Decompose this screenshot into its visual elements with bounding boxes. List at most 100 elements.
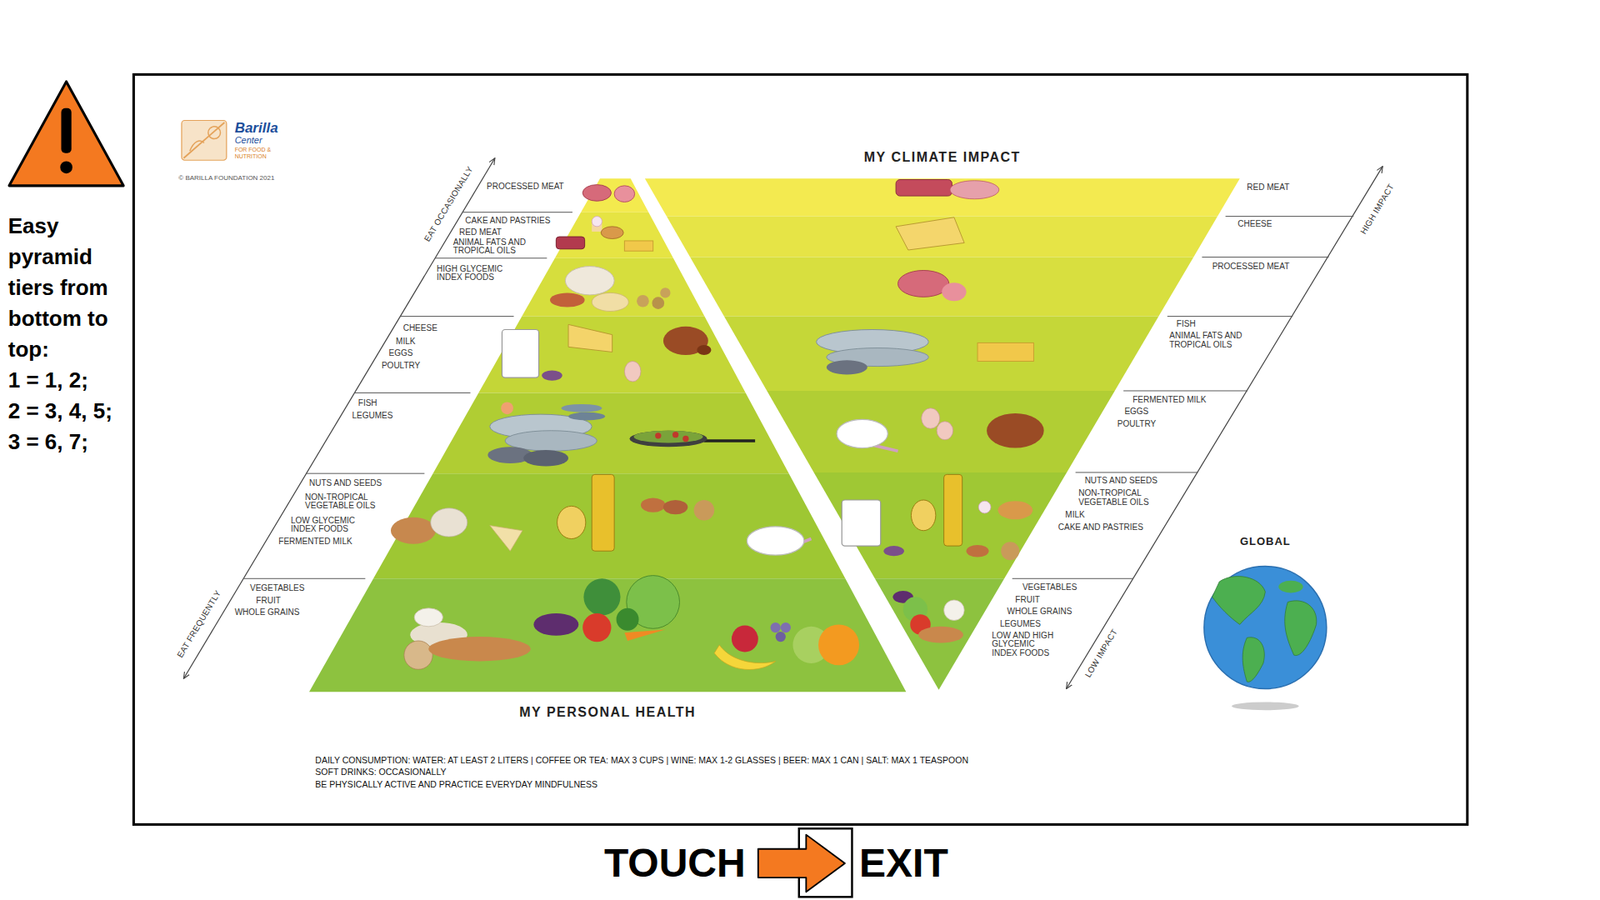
health-pyramid-tiers xyxy=(373,473,845,579)
food-illustration xyxy=(600,226,624,240)
food-illustration xyxy=(568,412,605,421)
globe: GLOBAL xyxy=(1204,566,1327,690)
globe-drawing xyxy=(1278,580,1303,594)
food-illustration xyxy=(694,500,715,520)
food-illustration xyxy=(541,370,562,380)
food-group: PROCESSED MEAT xyxy=(1212,262,1290,272)
food-illustration xyxy=(1000,541,1020,560)
exit-label: TOUCH xyxy=(604,840,746,885)
food-illustration xyxy=(428,636,530,661)
leader-line xyxy=(462,211,573,213)
food-illustration xyxy=(414,608,443,627)
food-illustration xyxy=(895,217,965,250)
food-illustration xyxy=(663,500,688,515)
exit-button xyxy=(758,835,845,893)
food-illustration xyxy=(583,578,620,615)
logo-icon xyxy=(208,126,221,140)
health-pyramid: MY PERSONAL HEALTH xyxy=(309,175,906,693)
food-illustration xyxy=(826,360,868,375)
logo-icon xyxy=(190,140,205,151)
food-group: LOW AND HIGH GLYCEMIC INDEX FOODS xyxy=(991,631,1059,659)
food-illustration xyxy=(660,287,670,298)
food-group: FISH xyxy=(358,399,378,409)
logo-name: Barilla xyxy=(235,120,279,136)
leader-line xyxy=(400,315,514,317)
food-group: RED MEAT xyxy=(1246,183,1290,193)
food-illustration xyxy=(614,185,635,203)
food-group: EGGS xyxy=(389,349,414,359)
food-illustration xyxy=(775,631,786,642)
exit-button xyxy=(758,828,853,897)
climate-pyramid: MY CLIMATE IMPACT xyxy=(645,178,1240,690)
food-illustration xyxy=(966,545,990,558)
food-illustration xyxy=(986,413,1045,449)
axis-arrow xyxy=(183,158,495,679)
food-illustration xyxy=(555,236,585,250)
food-illustration xyxy=(936,421,954,440)
axis-arrow xyxy=(1066,166,1384,690)
climate-pyramid-tiers xyxy=(724,316,1160,391)
food-illustration xyxy=(836,419,888,448)
food-group: PROCESSED MEAT xyxy=(486,182,565,192)
tier-rule: 1 = 1, 2; xyxy=(8,365,89,396)
warning-sign xyxy=(9,81,124,186)
food-illustration xyxy=(898,270,950,297)
food-illustration xyxy=(770,622,780,633)
food-illustration xyxy=(651,296,665,310)
food-illustration xyxy=(895,180,952,197)
food-illustration xyxy=(390,517,436,545)
food-illustration xyxy=(557,505,586,539)
food-illustration xyxy=(523,450,569,467)
food-illustration xyxy=(633,430,703,444)
pyramid-heading: MY CLIMATE IMPACT xyxy=(645,149,1240,166)
leader-line xyxy=(1225,215,1355,217)
health-pyramid-tiers xyxy=(521,258,705,317)
food-illustration xyxy=(682,435,689,442)
food-illustration xyxy=(582,185,611,202)
leader-line xyxy=(1123,390,1248,391)
pyramid-heading: MY PERSONAL HEALTH xyxy=(309,704,906,721)
leader-line xyxy=(1075,471,1199,473)
food-group: NUTS AND SEEDS xyxy=(309,479,382,489)
food-illustration xyxy=(404,640,433,670)
food-illustration xyxy=(696,345,711,355)
leader-line xyxy=(1201,256,1329,258)
axis-label: EAT FREQUENTLY xyxy=(175,589,224,660)
food-group: CAKE AND PASTRIES xyxy=(465,216,550,226)
health-pyramid-tiers xyxy=(555,212,674,259)
food-group: MILK xyxy=(1065,510,1085,520)
food-group: POULTRY xyxy=(381,361,420,371)
food-illustration xyxy=(591,292,629,311)
warning-sign xyxy=(60,160,73,174)
axis-arrow xyxy=(183,158,1383,690)
food-illustration xyxy=(918,626,964,644)
food-illustration xyxy=(390,180,1045,670)
leader-line xyxy=(243,578,365,580)
food-illustration xyxy=(944,600,965,620)
food-group: NON-TROPICAL VEGETABLE OILS xyxy=(305,493,385,511)
axis-label: LOW IMPACT xyxy=(1083,626,1120,679)
logo-sub: Center xyxy=(235,135,263,146)
logo-sub: FOR FOOD & NUTRITION xyxy=(235,146,275,160)
food-illustration xyxy=(841,500,881,546)
food-illustration xyxy=(630,430,708,448)
food-illustration xyxy=(780,622,791,633)
food-illustration xyxy=(921,408,940,429)
food-illustration xyxy=(624,630,665,641)
frame xyxy=(133,74,1467,825)
food-illustration xyxy=(560,404,602,413)
climate-pyramid-tiers xyxy=(645,178,1240,216)
food-illustration xyxy=(636,295,650,308)
food-illustration xyxy=(998,500,1034,520)
food-illustration xyxy=(746,526,805,555)
food-group: RED MEAT xyxy=(459,228,502,238)
food-group: CHEESE xyxy=(403,324,438,334)
food-group: WHOLE GRAINS xyxy=(1007,607,1073,617)
food-illustration xyxy=(731,625,759,653)
warning-sign xyxy=(9,81,124,186)
food-illustration xyxy=(624,360,641,381)
frame xyxy=(133,74,1467,825)
food-group: VEGETABLES xyxy=(1022,583,1077,593)
leader-line xyxy=(306,473,425,475)
